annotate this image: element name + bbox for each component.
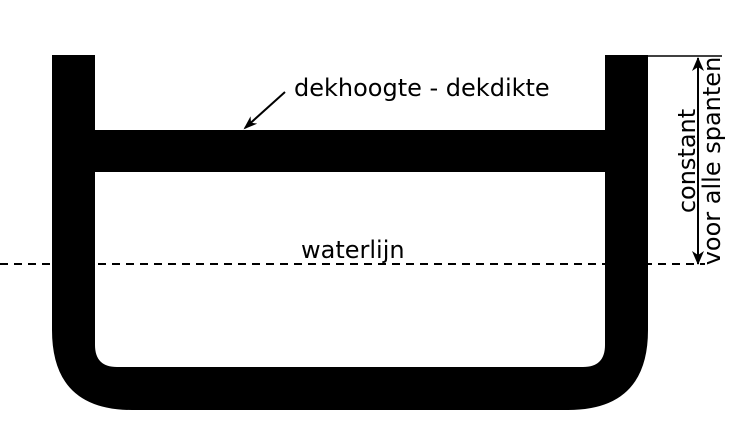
waterline-label: waterlijn: [301, 236, 405, 264]
constant-label-group: constant voor alle spanten: [673, 57, 726, 266]
constant-label-line2: voor alle spanten: [698, 57, 726, 266]
deck-beam: [72, 130, 628, 172]
deck-pointer-arrow: [243, 91, 286, 130]
constant-label-line1: constant: [673, 109, 701, 213]
hull-frame: [52, 55, 648, 410]
deck-label: dekhoogte - dekdikte: [294, 74, 550, 102]
